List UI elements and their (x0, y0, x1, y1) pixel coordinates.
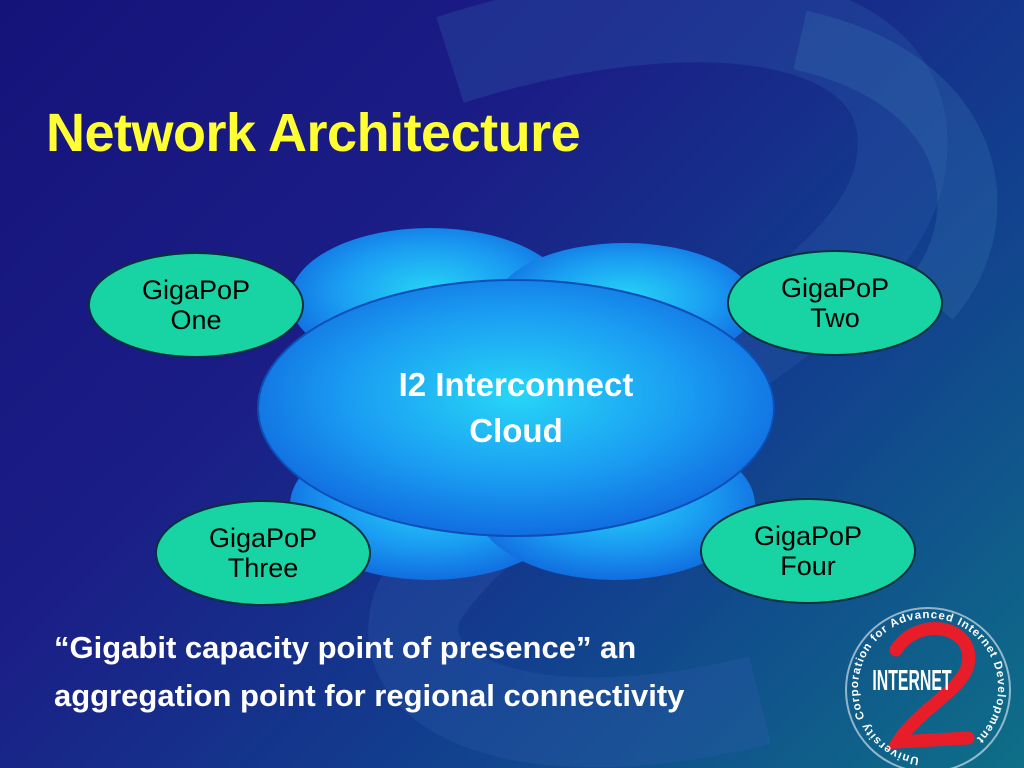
logo-wordmark: INTERNET (872, 664, 951, 696)
gigapop-four-node: GigaPoP Four (700, 498, 916, 604)
gigapop-four-line1: GigaPoP (753, 521, 863, 551)
cloud-label: I2 Interconnect Cloud (356, 362, 676, 454)
gigapop-one-line2: One (170, 305, 222, 335)
cloud-label-line1: I2 Interconnect (398, 366, 634, 403)
gigapop-two-node: GigaPoP Two (727, 250, 943, 356)
interconnect-cloud (257, 228, 775, 580)
slide-title: Network Architecture (46, 103, 581, 163)
cloud-label-line2: Cloud (469, 412, 563, 449)
caption-line1: “Gigabit capacity point of presence” an (54, 630, 637, 665)
internet2-logo (845, 607, 1011, 768)
cloud-center (257, 279, 775, 537)
gigapop-four-line2: Four (780, 551, 836, 581)
gigapop-three-line2: Three (227, 553, 299, 583)
logo-text: University Corporation for Advanced Inte… (849, 609, 1006, 766)
gigapop-three-node: GigaPoP Three (155, 500, 371, 606)
gigapop-one-line1: GigaPoP (141, 275, 251, 305)
gigapop-definition: “Gigabit capacity point of presence” an … (54, 624, 684, 720)
gigapop-three-line1: GigaPoP (208, 523, 318, 553)
watermark-swoosh-2 (792, 10, 998, 320)
logo-numeral-2 (885, 622, 976, 750)
gigapop-one-node: GigaPoP One (88, 252, 304, 358)
gigapop-two-line2: Two (810, 303, 860, 333)
gigapop-two-line1: GigaPoP (780, 273, 890, 303)
caption-line2: aggregation point for regional connectiv… (54, 678, 685, 713)
